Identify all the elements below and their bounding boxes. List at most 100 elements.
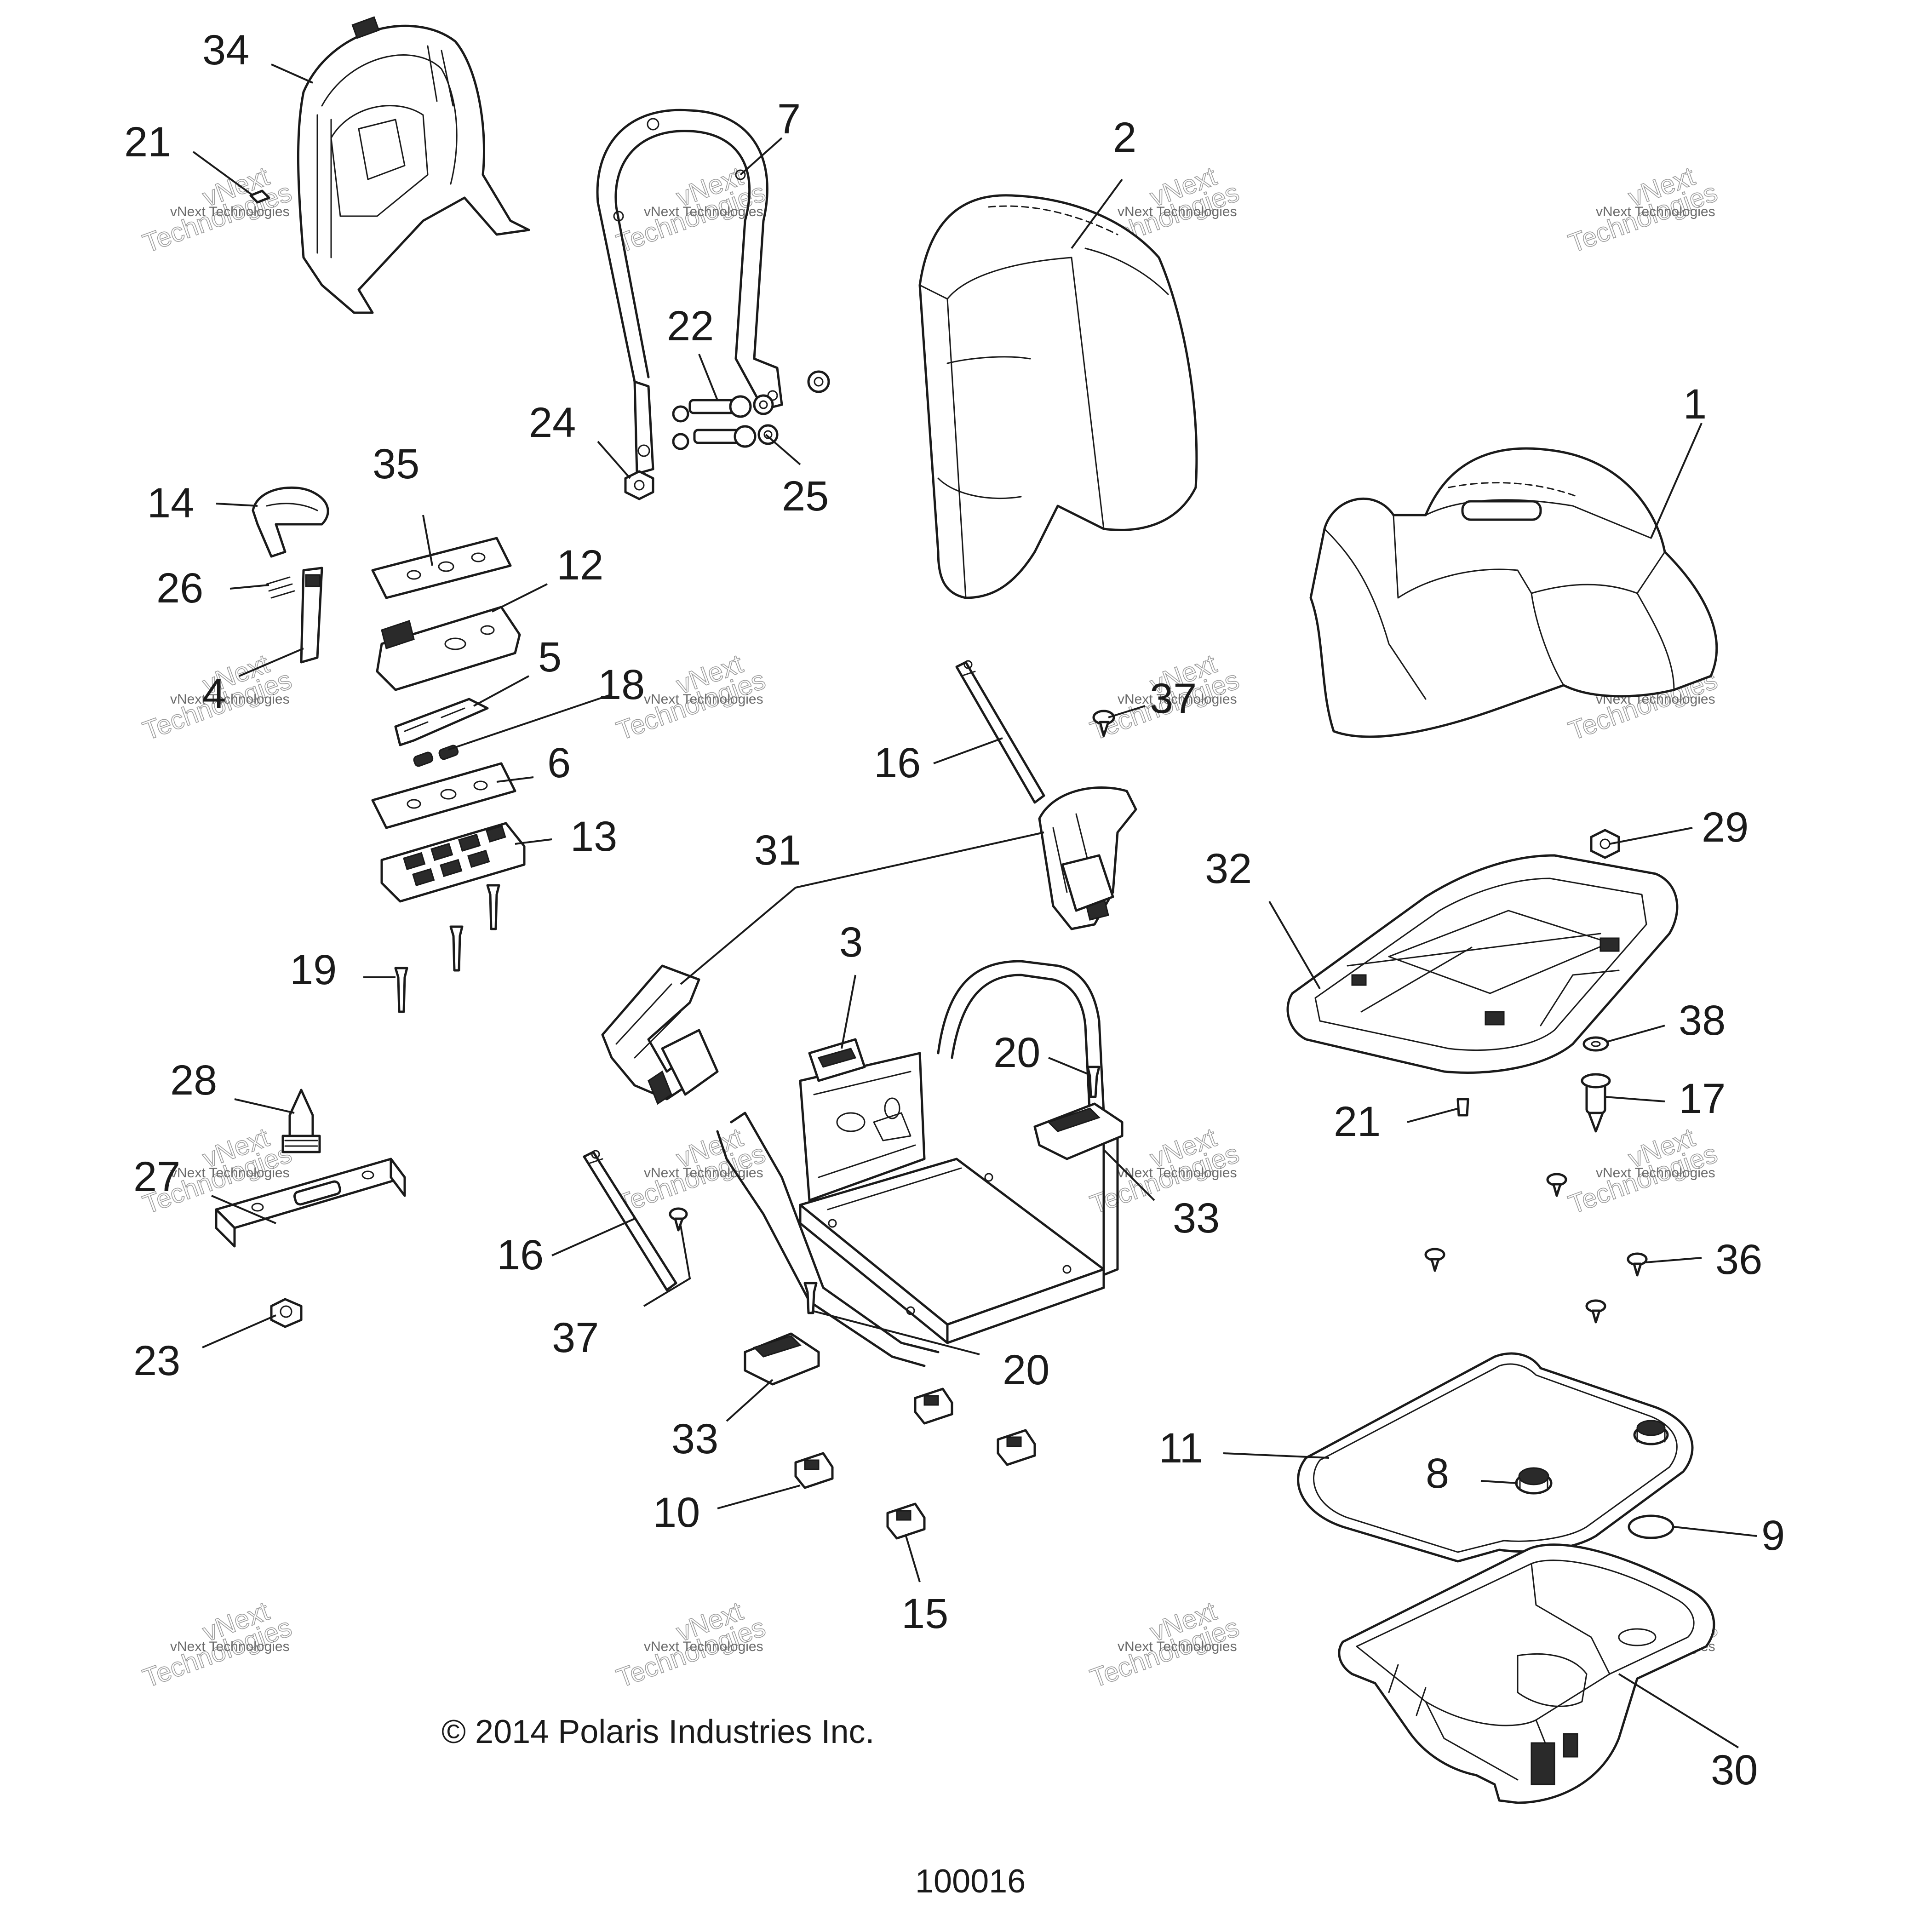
svg-text:vNext Technologies: vNext Technologies (644, 692, 763, 707)
svg-text:vNext Technologies: vNext Technologies (1118, 1639, 1237, 1654)
callout-3: 3 (839, 919, 863, 966)
callout-31: 31 (754, 827, 801, 874)
part-31-grab-handle-right (1038, 786, 1137, 930)
part-6-plate (371, 762, 516, 829)
leader-20-upper (1048, 1057, 1088, 1075)
callout-16-upper: 16 (874, 740, 921, 786)
leader-16-upper (933, 737, 1003, 764)
callout-7: 7 (777, 96, 801, 143)
leader-34 (271, 63, 313, 84)
callout-labels: 34 21 7 2 22 24 25 1 35 14 12 26 5 18 4 … (124, 27, 1785, 1794)
part-clip-nut-b (997, 1429, 1036, 1466)
part-26-spring-pin (266, 576, 295, 599)
leader-12 (492, 583, 548, 613)
svg-text:vNext Technologies: vNext Technologies (1596, 204, 1715, 219)
part-20-screw-upper (1086, 1066, 1101, 1098)
callout-38: 38 (1679, 997, 1726, 1044)
callout-36: 36 (1715, 1236, 1762, 1283)
part-21-clip-right (1456, 1098, 1469, 1117)
callout-29: 29 (1702, 804, 1749, 851)
svg-text:vNext Technologies: vNext Technologies (1118, 692, 1237, 707)
part-5-latch-plate (394, 698, 489, 746)
callout-6: 6 (547, 740, 571, 786)
leader-27 (211, 1195, 276, 1224)
callout-18: 18 (598, 661, 645, 708)
callout-26: 26 (156, 565, 203, 612)
leader-13 (515, 838, 552, 845)
part-22-bolts (688, 395, 757, 448)
leader-22 (698, 354, 718, 401)
part-37-clip-lower (669, 1207, 688, 1232)
svg-text:vNext Technologies: vNext Technologies (170, 1165, 290, 1181)
leader-29 (1609, 827, 1693, 845)
part-20-screw-lower (803, 1282, 818, 1314)
leader-24 (597, 441, 631, 479)
part-21-clip-top (249, 189, 270, 204)
leader-10 (717, 1485, 801, 1509)
svg-text:vNext Technologies: vNext Technologies (644, 204, 763, 219)
callout-33-upper: 33 (1173, 1195, 1220, 1242)
svg-text:vNext Technologies: vNext Technologies (1118, 204, 1237, 219)
callout-21-top: 21 (124, 119, 171, 166)
leader-37-lower (643, 1225, 691, 1307)
leader-6 (496, 776, 534, 783)
part-37-clip-upper (1092, 710, 1115, 737)
callout-14: 14 (147, 480, 194, 527)
callout-11: 11 (1159, 1425, 1203, 1472)
part-33-pad-upper (1033, 1102, 1124, 1160)
callout-22: 22 (667, 303, 714, 350)
part-8-grommet-left (1515, 1467, 1553, 1495)
leader-14 (216, 503, 258, 507)
part-14-buckle-handle (252, 486, 329, 558)
part-19-screws (394, 884, 500, 1013)
callout-15: 15 (901, 1590, 948, 1637)
part-29-nut (1590, 829, 1620, 859)
callout-32: 32 (1205, 845, 1252, 892)
part-34-backrest-cover (297, 16, 530, 314)
callout-24: 24 (529, 399, 576, 446)
leader-33-lower (726, 1379, 774, 1422)
leader-8 (1480, 1480, 1518, 1484)
leader-15 (905, 1536, 921, 1582)
callout-37-upper: 37 (1150, 675, 1197, 722)
leader-9 (1674, 1526, 1757, 1537)
leader-28 (234, 1098, 295, 1114)
leader-21-top (192, 151, 254, 196)
callout-20-lower: 20 (1003, 1347, 1049, 1393)
leader-20-lower (811, 1310, 980, 1355)
svg-text:vNext Technologies: vNext Technologies (1596, 1165, 1715, 1181)
callout-21-right: 21 (1334, 1098, 1381, 1145)
part-2-backrest-cushion (918, 194, 1198, 599)
leader-33-upper (1103, 1149, 1155, 1201)
part-clip-nut-a (914, 1387, 953, 1425)
leader-31 (680, 831, 1044, 985)
part-30-storage-tub (1338, 1543, 1715, 1804)
part-8-grommet-right (1633, 1420, 1669, 1445)
svg-text:vNext Technologies: vNext Technologies (644, 1165, 763, 1181)
leader-23 (202, 1314, 276, 1348)
callout-12: 12 (556, 542, 603, 589)
svg-text:vNext Technologies: vNext Technologies (644, 1639, 763, 1654)
callout-33-lower: 33 (671, 1416, 718, 1462)
leader-35 (422, 515, 433, 566)
part-7-backrest-frame (596, 109, 783, 475)
leader-11 (1223, 1452, 1330, 1459)
svg-text:vNext Technologies: vNext Technologies (1118, 1165, 1237, 1181)
part-35-plate (371, 537, 512, 599)
part-11-gasket (1297, 1352, 1694, 1563)
leader-17 (1605, 1096, 1665, 1102)
callout-20-upper: 20 (993, 1029, 1040, 1076)
callout-2: 2 (1113, 114, 1136, 161)
part-1-seat-cushion (1309, 447, 1718, 738)
svg-text:vNext Technologies: vNext Technologies (170, 204, 290, 219)
part-28-pin (281, 1089, 321, 1153)
svg-text:vNext Technologies: vNext Technologies (170, 1639, 290, 1654)
callout-23: 23 (133, 1337, 180, 1384)
part-25-washers (672, 370, 830, 450)
callout-1: 1 (1683, 381, 1707, 428)
part-3-seat-base-frame (716, 960, 1119, 1367)
part-36-push-fasteners (1424, 1173, 1648, 1324)
callout-27: 27 (133, 1153, 180, 1200)
leader-30 (1618, 1673, 1739, 1749)
